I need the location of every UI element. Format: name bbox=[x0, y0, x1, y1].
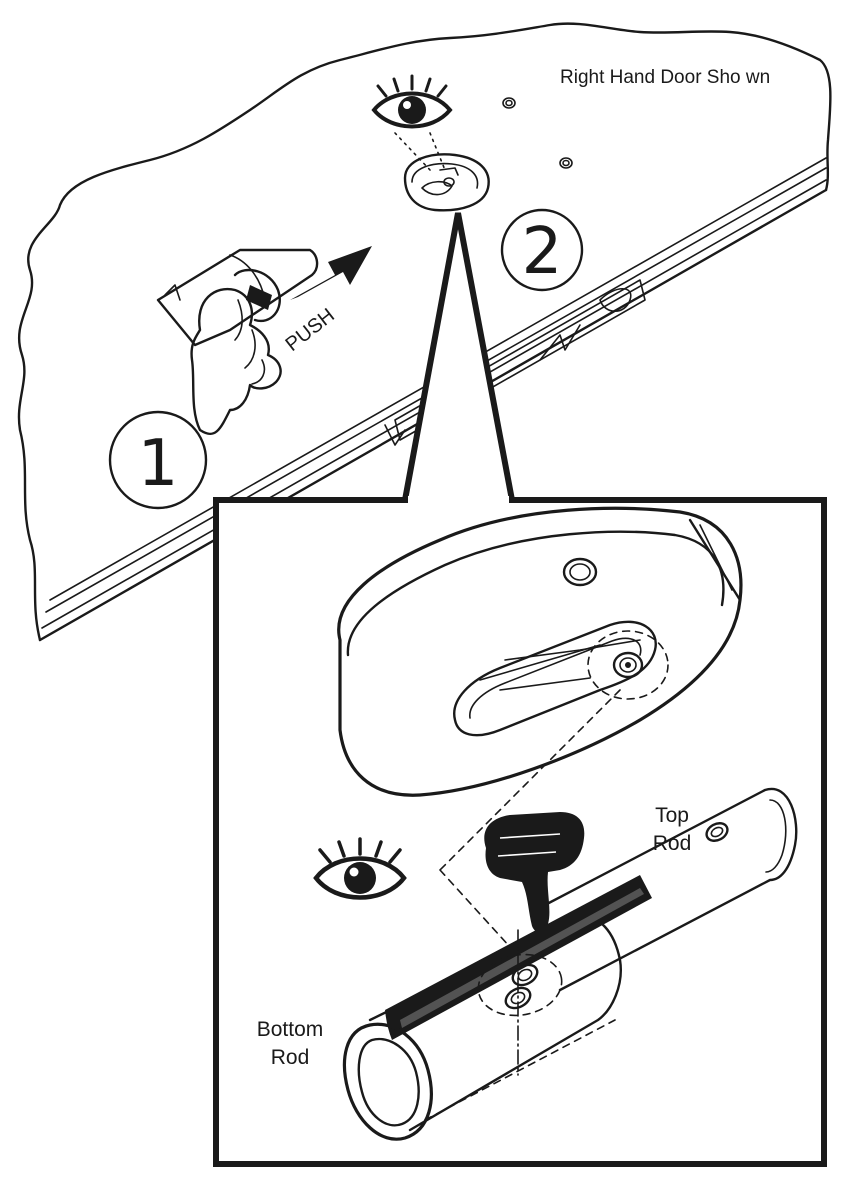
rod-assembly bbox=[342, 787, 798, 1141]
latch-small bbox=[403, 153, 490, 212]
thumbs-down-icon bbox=[484, 812, 585, 933]
caption-text: Right Hand Door Sho wn bbox=[560, 67, 770, 88]
bottom-rod-label: Bottom Rod bbox=[257, 1018, 324, 1069]
step-1-number: 1 bbox=[138, 427, 179, 501]
top-rod-line1: Top bbox=[655, 804, 689, 827]
push-label: PUSH bbox=[282, 304, 339, 356]
bottom-rod-line1: Bottom bbox=[257, 1018, 324, 1041]
step-2-number: 2 bbox=[522, 215, 563, 289]
step-2-badge: 2 bbox=[500, 208, 584, 292]
latch-detail bbox=[337, 506, 743, 797]
arrow-icon bbox=[290, 246, 372, 300]
top-rod-label: Top Rod bbox=[653, 804, 692, 855]
eye-icon bbox=[313, 837, 407, 900]
top-rod-line2: Rod bbox=[653, 832, 692, 855]
screw-holes bbox=[502, 97, 573, 169]
eye-icon bbox=[371, 74, 453, 129]
hand-icon bbox=[156, 248, 319, 436]
bottom-rod-line2: Rod bbox=[271, 1046, 310, 1069]
step-1-badge: 1 bbox=[108, 410, 208, 510]
